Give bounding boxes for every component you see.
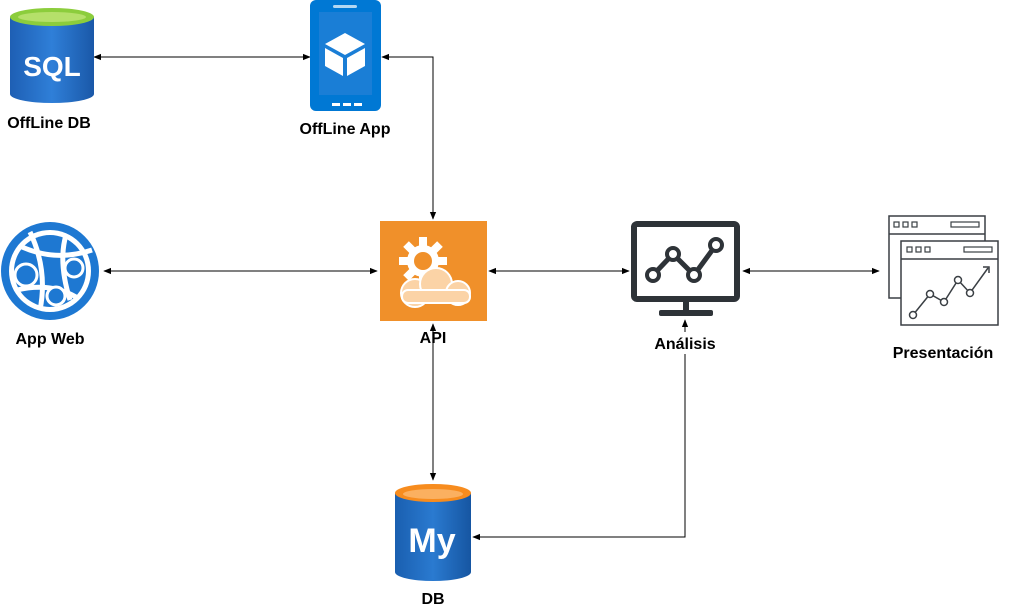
edge-offline-app-api <box>381 53 437 220</box>
presentacion-label: Presentación <box>893 345 993 362</box>
analytics-monitor-icon <box>631 221 740 316</box>
analisis-node[interactable]: Análisis <box>631 221 740 353</box>
mobile-app-icon <box>310 0 381 111</box>
mysql-icon-text: My <box>408 522 455 560</box>
analisis-label: Análisis <box>654 336 715 353</box>
web-globe-icon <box>1 222 99 320</box>
edge-analisis-db <box>472 354 686 541</box>
api-node[interactable]: API <box>380 221 487 347</box>
presentacion-node[interactable]: Presentación <box>888 215 999 362</box>
db-node[interactable]: My DB <box>395 484 471 608</box>
api-gear-cloud-icon <box>380 221 487 321</box>
app-web-label: App Web <box>15 331 84 348</box>
db-label: DB <box>421 591 444 608</box>
offline-db-node[interactable]: SQL OffLine DB <box>7 8 94 132</box>
offline-app-label: OffLine App <box>300 121 391 138</box>
offline-app-node[interactable]: OffLine App <box>300 0 391 138</box>
mysql-database-icon: My <box>395 484 471 581</box>
api-label: API <box>420 330 447 347</box>
dashboard-presentation-icon <box>888 215 999 326</box>
offline-db-label: OffLine DB <box>7 115 91 132</box>
sql-icon-text: SQL <box>23 51 81 82</box>
app-web-node[interactable]: App Web <box>1 222 99 348</box>
sql-database-icon: SQL <box>10 8 94 103</box>
connectors <box>93 53 880 541</box>
